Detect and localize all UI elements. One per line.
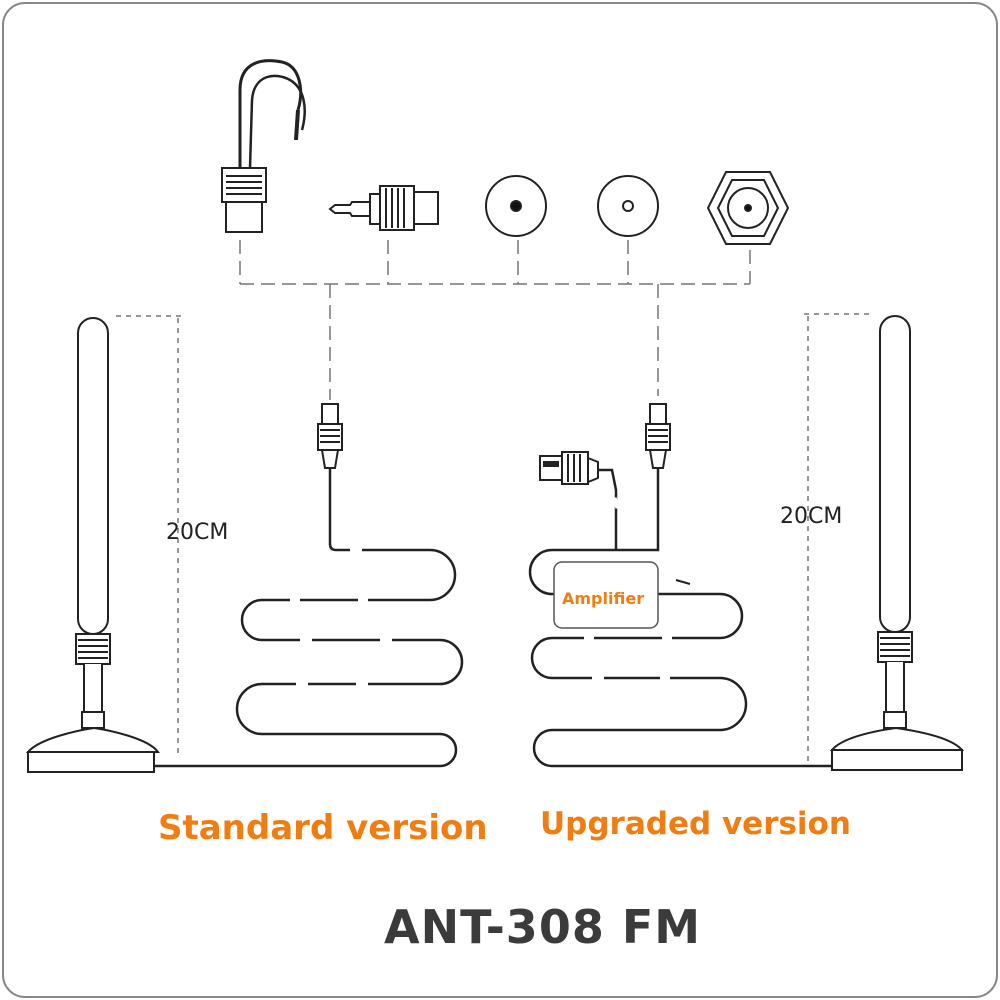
- magnetic-base-icon: [829, 726, 965, 771]
- height-label-left: 20CM: [166, 520, 229, 545]
- height-guide-right: [804, 313, 872, 762]
- standard-cable-gaps: [290, 547, 392, 687]
- upgraded-cable-gaps: [584, 497, 672, 681]
- usb-plug-icon: [539, 451, 599, 485]
- f-type-hex-connector-icon: [706, 171, 790, 245]
- amplifier-label: Amplifier: [562, 589, 645, 608]
- coax-female-solid-icon: [485, 175, 547, 237]
- standard-version-label: Standard version: [158, 808, 488, 848]
- upgraded-version-label: Upgraded version: [540, 806, 851, 842]
- amplifier-box: [553, 561, 691, 629]
- product-title: ANT-308 FM: [384, 900, 702, 954]
- antenna-rod-icon: [877, 315, 913, 729]
- coax-female-ring-icon: [597, 175, 659, 237]
- connector-dashed-lines: [239, 240, 751, 400]
- magnetic-base-icon: [25, 726, 160, 773]
- 3.5mm-jack-icon: [328, 185, 439, 231]
- height-guide-left: [116, 315, 182, 758]
- height-label-right: 20CM: [780, 504, 843, 529]
- wire-lead-connector-icon: [221, 59, 306, 233]
- standard-cable: [154, 468, 464, 768]
- standard-plug-icon: [317, 403, 343, 469]
- upgraded-cable: [528, 468, 832, 768]
- upgraded-plug-icon: [645, 403, 671, 469]
- antenna-rod-icon: [75, 317, 111, 729]
